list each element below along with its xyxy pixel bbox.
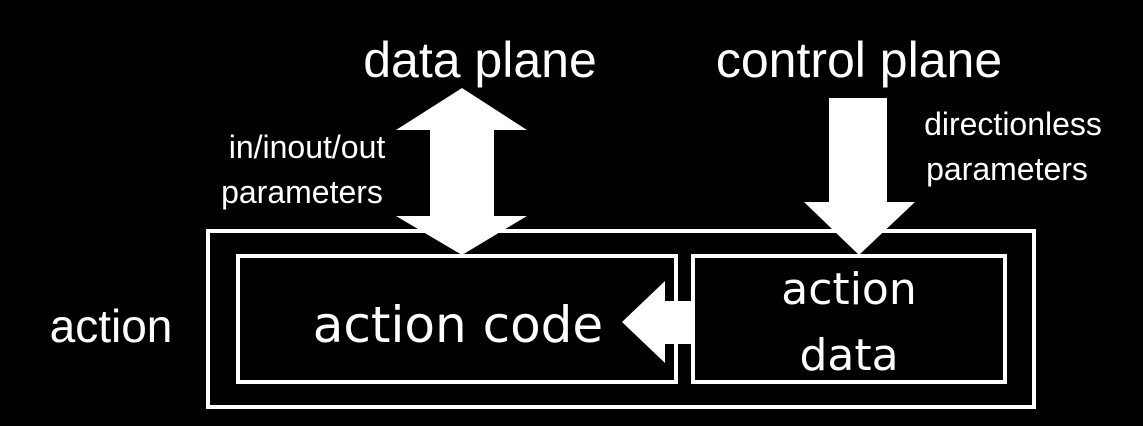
action-outer-label: action bbox=[50, 300, 173, 352]
action-code-label: action code bbox=[313, 296, 603, 354]
left-params-line1: in/inout/out bbox=[229, 129, 386, 165]
data-plane-title: data plane bbox=[363, 32, 597, 88]
right-params-line2: parameters bbox=[926, 151, 1088, 187]
action-data-label-line2: data bbox=[799, 330, 898, 381]
action-outer-box bbox=[206, 229, 1036, 409]
left-params-line2: parameters bbox=[221, 174, 383, 210]
left-arrow-icon bbox=[622, 281, 691, 363]
control-plane-title: control plane bbox=[716, 32, 1002, 88]
right-params-line1: directionless bbox=[924, 106, 1102, 142]
down-arrow-icon bbox=[804, 98, 915, 255]
action-data-box bbox=[691, 254, 1007, 384]
action-data-label-line1: action bbox=[781, 264, 916, 315]
bidirectional-arrow-icon bbox=[396, 88, 527, 255]
